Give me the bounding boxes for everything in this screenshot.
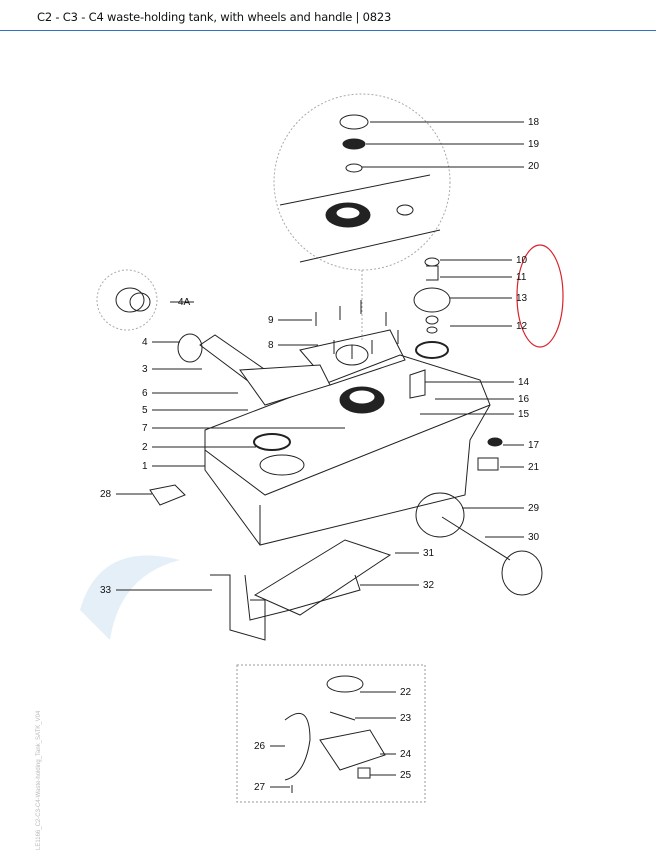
callout-label-4A: 4A [178,297,191,308]
callout-label-22: 22 [400,687,412,698]
watermark-logo [80,555,180,640]
callout-label-33: 33 [100,585,112,596]
callout-label-3: 3 [142,364,148,375]
handle-33 [210,574,266,641]
page-title: C2 - C3 - C4 waste-holding tank, with wh… [37,10,392,24]
handle-31 [253,539,392,616]
tank-body [204,354,491,546]
header-divider [0,30,656,31]
callout-label-24: 24 [400,749,412,760]
callout-label-20: 20 [528,161,540,172]
callout-label-30: 30 [528,532,540,543]
callout-label-13: 13 [516,293,528,304]
callout-label-6: 6 [142,388,148,399]
detail-circle-4a [96,269,158,331]
callout-label-27: 27 [254,782,266,793]
handle-32 [244,574,361,621]
detail-circle-top [273,93,451,271]
callout-label-21: 21 [528,462,540,473]
callout-label-32: 32 [423,580,435,591]
callout-label-14: 14 [518,377,530,388]
callout-label-12: 12 [516,321,528,332]
callout-label-11: 11 [516,272,527,283]
callout-label-29: 29 [528,503,540,514]
callout-label-7: 7 [142,423,148,434]
callout-label-10: 10 [516,255,528,266]
wheel [501,550,543,596]
callout-label-2: 2 [142,442,148,453]
highlight-circle [516,244,564,348]
callout-label-28: 28 [100,489,112,500]
callout-label-1: 1 [142,461,148,472]
callout-label-25: 25 [400,770,412,781]
callout-label-4: 4 [142,337,148,348]
callout-label-5: 5 [142,405,148,416]
callout-label-16: 16 [518,394,530,405]
callout-label-15: 15 [518,409,530,420]
detail-box-wheel-parts [236,664,426,803]
callout-label-23: 23 [400,713,412,724]
callout-label-9: 9 [268,315,274,326]
callout-label-17: 17 [528,440,540,451]
callout-label-8: 8 [268,340,274,351]
callout-label-19: 19 [528,139,540,150]
callout-label-31: 31 [423,548,435,559]
callout-label-18: 18 [528,117,540,128]
callout-label-26: 26 [254,741,266,752]
wheel [415,492,465,538]
